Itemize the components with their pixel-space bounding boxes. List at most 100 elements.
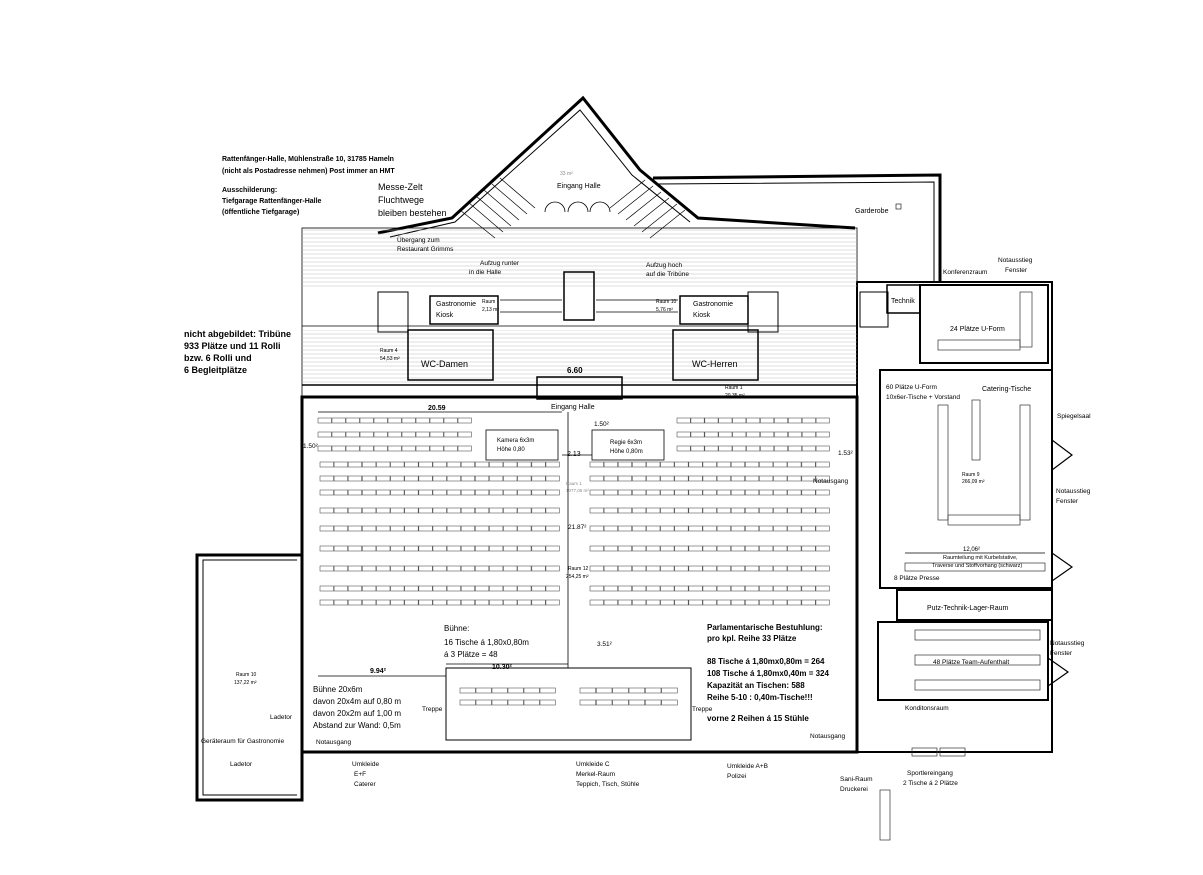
gastro-right-1: Gastronomie [693, 301, 733, 308]
seat-table [429, 431, 444, 438]
seat-table [617, 507, 633, 514]
seat-table [390, 461, 405, 468]
seat-table [815, 475, 830, 482]
catering-table [971, 399, 981, 461]
catering: Catering-Tische [982, 386, 1031, 393]
seat-table [418, 507, 433, 514]
umkleide-ef-2: E+F [354, 771, 366, 778]
parl-7: vorne 2 Reihen á 15 Stühle [707, 714, 809, 723]
seat-table [531, 545, 546, 552]
seat-table [674, 461, 689, 468]
seat-table [704, 445, 719, 452]
seat-table [362, 507, 377, 514]
seat-table [362, 475, 377, 482]
seat-table [545, 489, 560, 496]
seat-table [603, 565, 618, 572]
seat-table [801, 445, 816, 452]
seat-table [387, 445, 402, 452]
seat-table [474, 545, 490, 552]
seat-table [688, 585, 703, 592]
team-48: 48 Plätze Team-Aufenthalt [933, 659, 1009, 666]
seat-table [801, 565, 816, 572]
stage-table [507, 687, 524, 694]
seat-table [376, 545, 391, 552]
seat-table [460, 585, 476, 592]
gastronomy-right-box [679, 295, 749, 325]
seat-table [589, 489, 604, 496]
kamera-2: Höhe 0,80 [497, 447, 525, 453]
seat-table [632, 475, 647, 482]
wc-herren: WC-Herren [692, 359, 738, 369]
sani-1: Sani-Raum [840, 776, 873, 783]
seat-table [690, 431, 705, 438]
seat-table [702, 585, 717, 592]
garderobe-wall [652, 173, 942, 282]
seat-table [432, 565, 447, 572]
seat-table [460, 475, 476, 482]
right-wing-tables [879, 291, 1046, 841]
seat-table [744, 507, 760, 514]
seat-table [660, 475, 675, 482]
seat-table [730, 475, 746, 482]
seat-table [443, 431, 458, 438]
wc-herren-box [672, 329, 759, 381]
seat-table [429, 417, 444, 424]
stage-table [539, 699, 556, 706]
seat-table [716, 507, 731, 514]
seat-table [660, 599, 675, 606]
seat-table [401, 417, 416, 424]
seat-table [716, 599, 731, 606]
seat-table [646, 599, 661, 606]
seat-table [333, 475, 348, 482]
seat-table [589, 565, 604, 572]
aufzug-runter-2: in die Halle [469, 269, 502, 276]
seat-table [603, 489, 618, 496]
seat-table [603, 461, 618, 468]
seat-table [376, 507, 391, 514]
seat-table [333, 507, 348, 514]
seat-table [632, 599, 647, 606]
seat-table [418, 599, 433, 606]
seat-table [362, 489, 377, 496]
sani-box [879, 789, 891, 841]
seat-table [446, 507, 461, 514]
seat-table [589, 475, 604, 482]
seat-table [443, 417, 458, 424]
seat-table [787, 475, 802, 482]
parliamentary-seating [317, 417, 830, 706]
seat-table [787, 525, 802, 532]
seat-table [716, 525, 731, 532]
seat-table [801, 461, 816, 468]
hall-elements [318, 411, 1045, 741]
seat-table [674, 545, 689, 552]
aufzug-hoch-1: Aufzug hoch [646, 262, 683, 269]
seat-table [746, 445, 761, 452]
raumteilung-1: Raumteilung mit Kurbelstative, [943, 555, 1018, 561]
seat-table [759, 507, 774, 514]
seat-table [503, 599, 518, 606]
konferenzraum: Konferenzraum [943, 269, 987, 276]
seat-table [359, 417, 374, 424]
stage-table [644, 687, 662, 694]
seat-table [702, 489, 717, 496]
seat-table [759, 599, 774, 606]
seat-table [660, 525, 675, 532]
u-form-24: 24 Plätze U-Form [950, 326, 1005, 333]
entrance-hall-inner-outline [389, 109, 691, 238]
raum12-2: 254,25 m² [566, 574, 589, 580]
seat-table [376, 475, 391, 482]
seat-table [460, 545, 476, 552]
seat-table [517, 585, 532, 592]
konditonsraum: Konditonsraum [905, 705, 949, 712]
seat-table [333, 489, 348, 496]
seat-table [415, 445, 430, 452]
spiegelsaal: Spiegelsaal [1057, 413, 1091, 420]
geraeteraum: Geräteraum für Gastronomie [201, 738, 284, 745]
seat-table [429, 445, 444, 452]
seat-table [474, 599, 490, 606]
dim-150-top: 1.50² [594, 421, 610, 428]
fenster-1: Fenster [1005, 267, 1028, 274]
seat-table [489, 475, 504, 482]
stage-table [612, 699, 629, 706]
seat-table [401, 431, 416, 438]
